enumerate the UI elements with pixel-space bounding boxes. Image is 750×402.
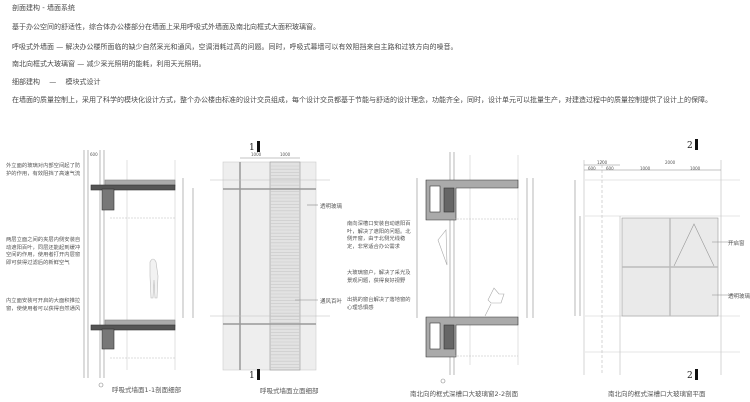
dim-1200: 1200 <box>597 160 608 165</box>
label-operable-window: 开启窗 <box>728 241 745 247</box>
caption-elevation: 呼吸式墙面立面细部 <box>260 387 319 395</box>
plan-drawing <box>574 160 740 375</box>
label-clear-glass: 透明玻璃 <box>320 204 343 210</box>
caption-plan: 南北向的框式深槽口大玻璃窗平面 <box>608 390 706 398</box>
section-1-1-drawing <box>83 150 194 388</box>
section-marker-1-top: 1 <box>249 141 260 153</box>
note-sliding-window: 内立面安装可开启的大面积推拉窗，使使用者可以获得自然通风 <box>6 298 81 312</box>
section-marker-2-bottom: 2 <box>687 369 698 381</box>
dim-600-a: 600 <box>588 166 596 171</box>
dim-1000-a: 1000 <box>251 152 262 157</box>
dim-2000: 2000 <box>665 160 676 165</box>
note-large-window: 大玻璃窗户，解决了采光及景观问题，获得良好视野 <box>347 270 411 284</box>
dim-600-b: 600 <box>606 166 614 171</box>
dim-1000-c: 1000 <box>640 166 651 171</box>
dim-1000-b: 1000 <box>280 152 291 157</box>
paragraph-intro: 基于办公空间的舒适性，综合体办公楼部分在墙面上采用呼吸式外墙面及南北向框式大面积… <box>12 23 320 31</box>
paragraph-window: 南北向框式大玻璃窗 — 减少采光照明的能耗，利用天光照明。 <box>12 60 206 68</box>
section-2-2-drawing <box>416 152 534 384</box>
note-outer-glass: 外立面的玻璃对内部空间起了防护的作用，有效阻挡了高速气流 <box>6 163 81 177</box>
section-marker-2-top: 2 <box>687 139 698 151</box>
paragraph-breathing-wall: 呼吸式外墙面 — 解决办公楼所面临的缺少自然采光和通风，空调消耗过高的问题。同时… <box>12 43 458 51</box>
caption-section-2-2: 南北向的框式深槽口大玻璃窗2-2剖面 <box>410 390 519 398</box>
elevation-drawing <box>210 157 330 371</box>
section-marker-1-bottom: 1 <box>249 369 260 381</box>
caption-section-1-1: 呼吸式墙面1-1剖面细部 <box>112 386 182 394</box>
label-vent-louver: 通风百叶 <box>320 299 343 305</box>
note-sill: 出挑的窗台解决了落地窗的心理恐惧感 <box>347 297 411 311</box>
paragraph-modular: 在墙面的质量控制上，采用了科学的模块化设计方式，整个办公楼由标准的设计交员组成，… <box>12 96 712 104</box>
heading-modular-design: 细部建构 — 模块式设计 <box>12 78 101 86</box>
dim-600: 600 <box>90 152 98 157</box>
heading-wall-system: 剖面建构 - 墙面系统 <box>12 4 75 12</box>
note-interlayer-louver: 两层立面之间的夹层内侧安装自动遮阳百叶，同层还能起到缓冲空间的作用，使用者打开内… <box>6 237 81 266</box>
note-deep-recess-louver: 南向深槽口安装自动遮阳百叶，解决了遮阳的问题。北侧开窗，由于北侧光线稳定，非常适… <box>347 221 411 250</box>
dim-1000-d: 1000 <box>690 166 701 171</box>
label-clear-glass-plan: 透明玻璃 <box>728 294 750 300</box>
